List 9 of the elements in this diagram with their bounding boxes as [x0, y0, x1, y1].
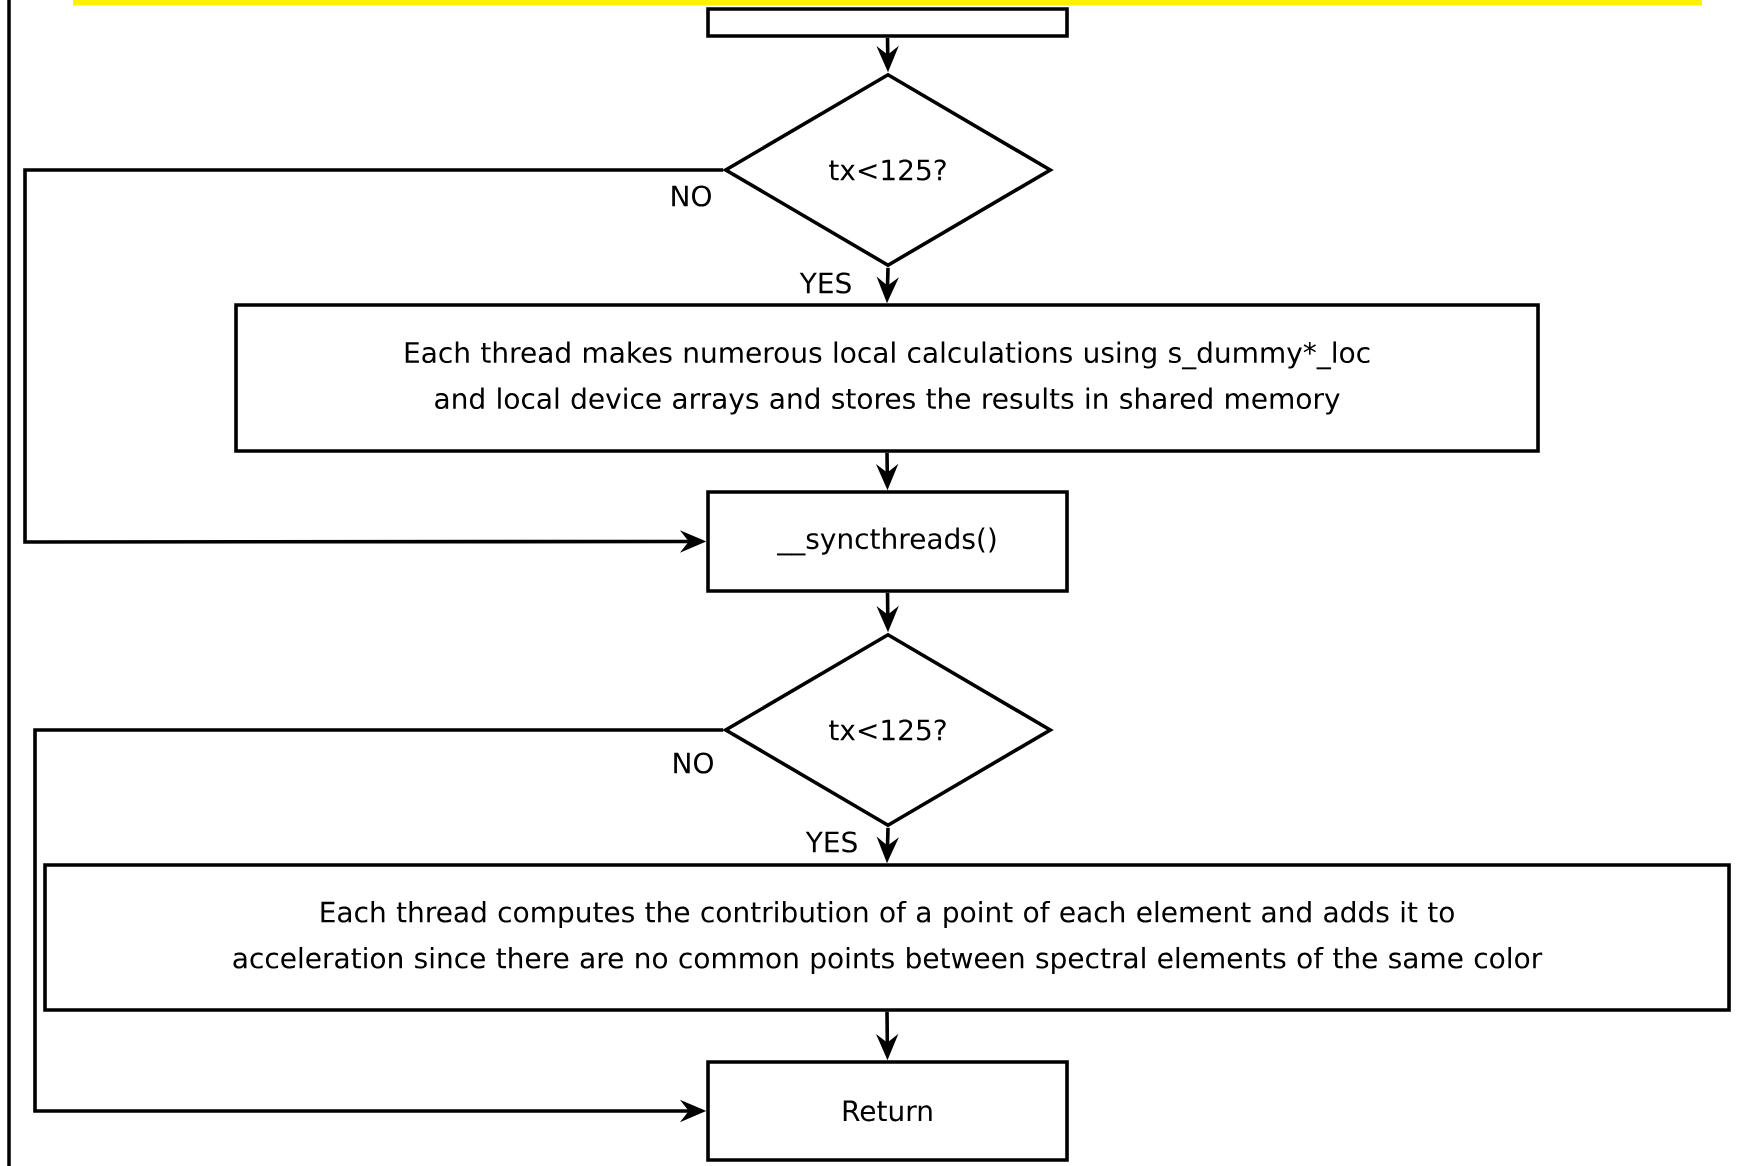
edge-label: YES [799, 272, 851, 294]
process-box: Each thread computes the contribution of a point of each element and adds it to acceleration since there are no common points between spectral elements of the same color [43, 863, 1731, 1012]
process-box: Return [706, 1060, 1069, 1162]
process-box: Each thread makes numerous local calculations using s_dummy*_loc and local device arrays and stores the results in shared memory [234, 303, 1540, 453]
edge-label: NO [674, 752, 713, 774]
process-box [706, 7, 1069, 38]
edge-label: NO [672, 185, 711, 207]
edge-label: YES [805, 831, 857, 853]
process-box: __syncthreads() [706, 490, 1069, 593]
